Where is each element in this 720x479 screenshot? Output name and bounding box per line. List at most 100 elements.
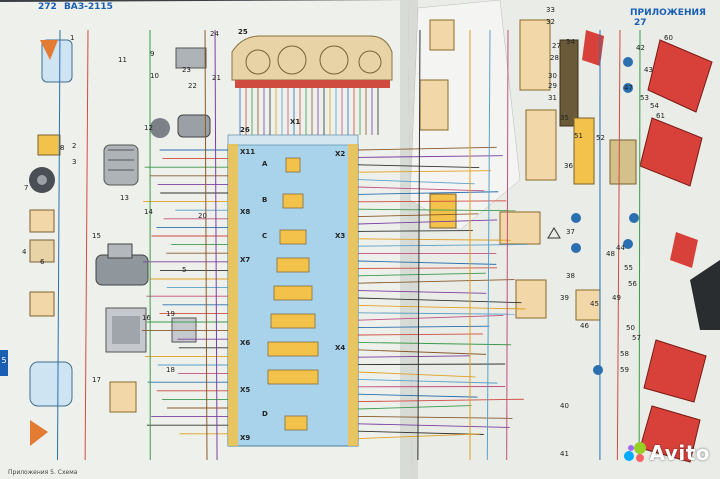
component-number: 50 — [626, 324, 635, 332]
sub-connector-label: C — [262, 232, 267, 240]
component-number: 3 — [72, 158, 76, 166]
wire — [486, 29, 491, 461]
wire — [357, 191, 499, 195]
component-number: 29 — [548, 82, 557, 90]
connector-label: X9 — [240, 434, 250, 442]
connector-label: X2 — [335, 150, 345, 158]
wire — [357, 179, 475, 185]
connector-label: X1 — [290, 118, 300, 126]
component-number: 15 — [92, 232, 101, 240]
warning-icons — [547, 57, 639, 375]
wire — [357, 297, 522, 304]
sub-connector — [267, 341, 319, 357]
footnote: Приложения 5. Схема — [8, 469, 78, 476]
wire — [84, 29, 89, 461]
component-number: 5 — [182, 266, 186, 274]
component-number: 55 — [624, 264, 633, 272]
component-number: 19 — [166, 310, 175, 318]
component-number: 48 — [606, 250, 615, 258]
instrument-cluster — [231, 35, 393, 88]
component-number: 37 — [566, 228, 575, 236]
component-number: 41 — [560, 450, 569, 458]
sub-connector-group — [267, 157, 319, 431]
sub-connector — [267, 369, 319, 385]
component-number: 7 — [24, 184, 28, 192]
avito-watermark-text: Avito — [649, 441, 710, 465]
wire — [357, 230, 473, 232]
component-number: 54 — [650, 102, 659, 110]
headlamp-bottom — [29, 361, 73, 446]
component-number: 31 — [548, 94, 557, 102]
avito-logo-icon — [623, 442, 646, 464]
sub-connector — [284, 415, 308, 431]
headlamp-top — [40, 39, 73, 83]
wire — [357, 415, 513, 419]
component-number: 51 — [574, 132, 583, 140]
sub-connector-label: B — [262, 196, 267, 204]
component-number: 60 — [664, 34, 673, 42]
sub-connector — [285, 157, 301, 173]
wire — [357, 170, 492, 173]
component-number: 35 — [560, 114, 569, 122]
connector-label: X11 — [240, 148, 255, 156]
wire — [357, 238, 511, 241]
wire — [357, 186, 485, 192]
battery-icon — [105, 307, 147, 353]
sub-connector-label: A — [262, 160, 268, 168]
component-number: 56 — [628, 280, 637, 288]
connector-label: X4 — [335, 344, 345, 352]
component-number: 44 — [616, 244, 625, 252]
wire — [357, 164, 480, 168]
wire — [357, 200, 507, 203]
component-number: 13 — [120, 194, 129, 202]
wire — [357, 333, 483, 336]
connector-label: X3 — [335, 232, 345, 240]
side-tab — [0, 350, 8, 376]
right-section-title: ПРИЛОЖЕНИЯ — [630, 8, 706, 18]
component-number: 27 — [552, 42, 561, 50]
component-number: 11 — [118, 56, 127, 64]
component-number: 1 — [70, 34, 74, 42]
wire — [357, 355, 471, 358]
component-number: 36 — [564, 162, 573, 170]
wire — [417, 29, 421, 461]
connector-label: X8 — [240, 208, 250, 216]
wire — [357, 430, 484, 435]
wire — [357, 243, 528, 247]
wire — [357, 349, 487, 355]
component-number: 33 — [546, 6, 555, 14]
component-number: 43 — [644, 66, 653, 74]
wire — [616, 29, 621, 461]
wire — [357, 325, 490, 329]
component-number: 39 — [560, 294, 569, 302]
wire — [357, 314, 504, 321]
cluster-number: 25 — [238, 28, 248, 36]
component-number: 28 — [550, 54, 559, 62]
component-number: 14 — [144, 208, 153, 216]
starter-icon — [95, 243, 149, 286]
sub-connector — [273, 285, 313, 301]
horn-icon — [29, 167, 55, 193]
wire — [638, 29, 641, 461]
wire — [204, 29, 208, 461]
wire — [357, 146, 497, 151]
component-number: 30 — [548, 72, 557, 80]
component-number: 9 — [150, 50, 154, 58]
component-number: 2 — [72, 142, 76, 150]
component-number: 58 — [620, 350, 629, 358]
component-number: 49 — [612, 294, 621, 302]
component-numbers-right: 2728293031323334353637383940414243444546… — [546, 6, 673, 458]
left-series-title: ВАЗ-2115 — [63, 2, 113, 12]
sub-connector — [282, 193, 304, 209]
wire — [357, 371, 476, 378]
wire — [357, 304, 526, 310]
component-number: 18 — [166, 366, 175, 374]
component-number: 23 — [182, 66, 191, 74]
component-number: 8 — [60, 144, 64, 152]
folded-page — [409, 0, 521, 231]
wire — [357, 433, 481, 440]
